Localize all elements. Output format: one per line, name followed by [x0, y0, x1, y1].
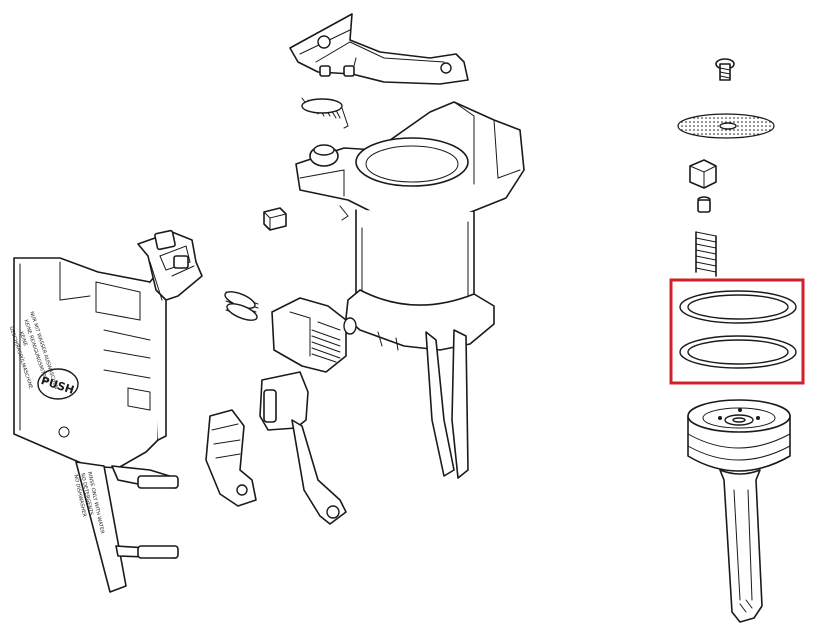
top-arc-tray — [289, 13, 469, 85]
highlight-box — [669, 278, 805, 385]
warning-line-3: KEINE — [18, 331, 28, 347]
o-ring-lower — [679, 335, 797, 369]
nut — [689, 159, 717, 189]
brew-chamber — [295, 101, 525, 479]
drive-mechanism — [259, 297, 357, 525]
filter-mesh-disc — [677, 113, 775, 139]
o-ring-upper — [679, 290, 797, 324]
small-spring — [224, 291, 259, 321]
small-cap — [263, 207, 287, 231]
release-lever: RINSE ONLY WITH WATERNO DETERGENTSNO DIS… — [72, 461, 179, 593]
torsion-spring — [301, 97, 349, 129]
piston-assembly — [687, 399, 791, 623]
push-button-recess — [37, 368, 79, 400]
valve-pin — [697, 196, 711, 213]
upper-bracket — [137, 229, 203, 301]
brew-unit-side-panel: PUSH NUR MIT WASSER AUSWASCHENKEINE REIN… — [8, 257, 167, 469]
compression-spring — [695, 231, 717, 277]
latch-part — [205, 409, 257, 507]
screw — [715, 58, 735, 81]
